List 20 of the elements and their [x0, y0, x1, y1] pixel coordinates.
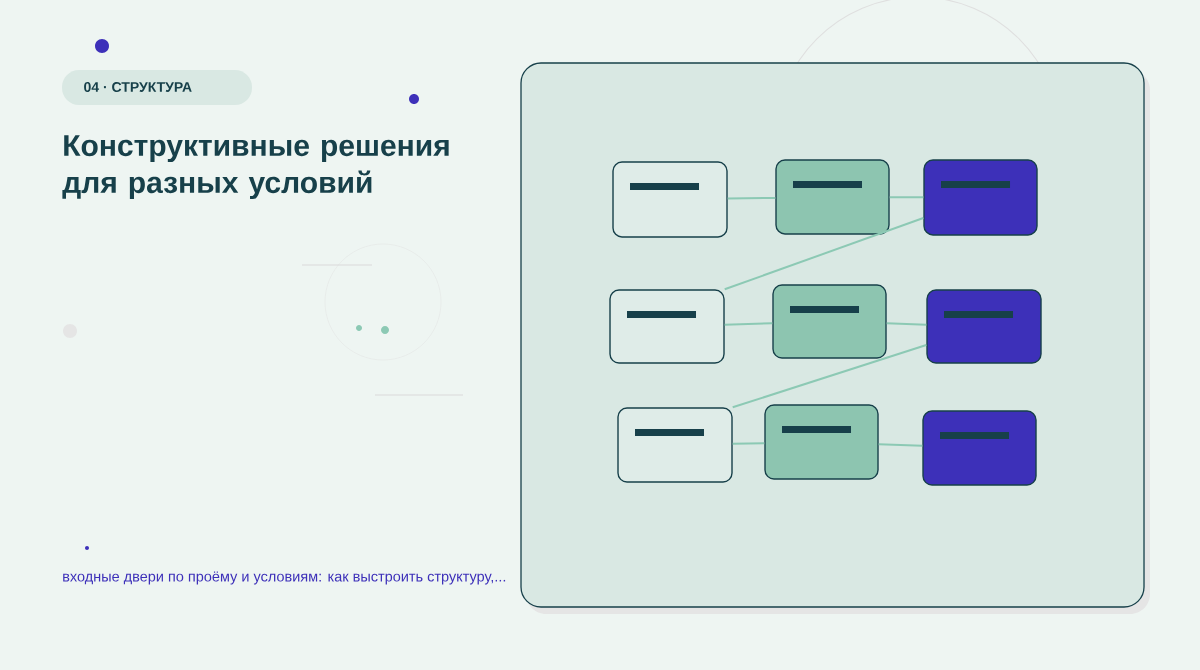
box: [775, 159, 890, 235]
connector-line: [731, 442, 766, 445]
box: [923, 159, 1038, 236]
box: [926, 289, 1042, 364]
box: [764, 404, 879, 480]
connector-line: [723, 322, 774, 326]
box: [617, 407, 733, 483]
title: Конструктивные решения для разных условий: [62, 135, 449, 200]
box: [609, 289, 725, 364]
tag-pill: 04 · СТРУКТУРА: [62, 70, 252, 105]
box: [772, 284, 887, 359]
connector-line: [877, 443, 924, 447]
box: [612, 161, 728, 238]
connector-line: [726, 196, 777, 200]
connector-line: [731, 344, 928, 409]
connector-line: [888, 196, 925, 199]
caption: входные двери по проёму и условиям: как выстроить структуру,...: [63, 571, 506, 585]
connector-line: [885, 322, 928, 326]
connector-line: [723, 217, 925, 291]
box: [922, 410, 1037, 486]
